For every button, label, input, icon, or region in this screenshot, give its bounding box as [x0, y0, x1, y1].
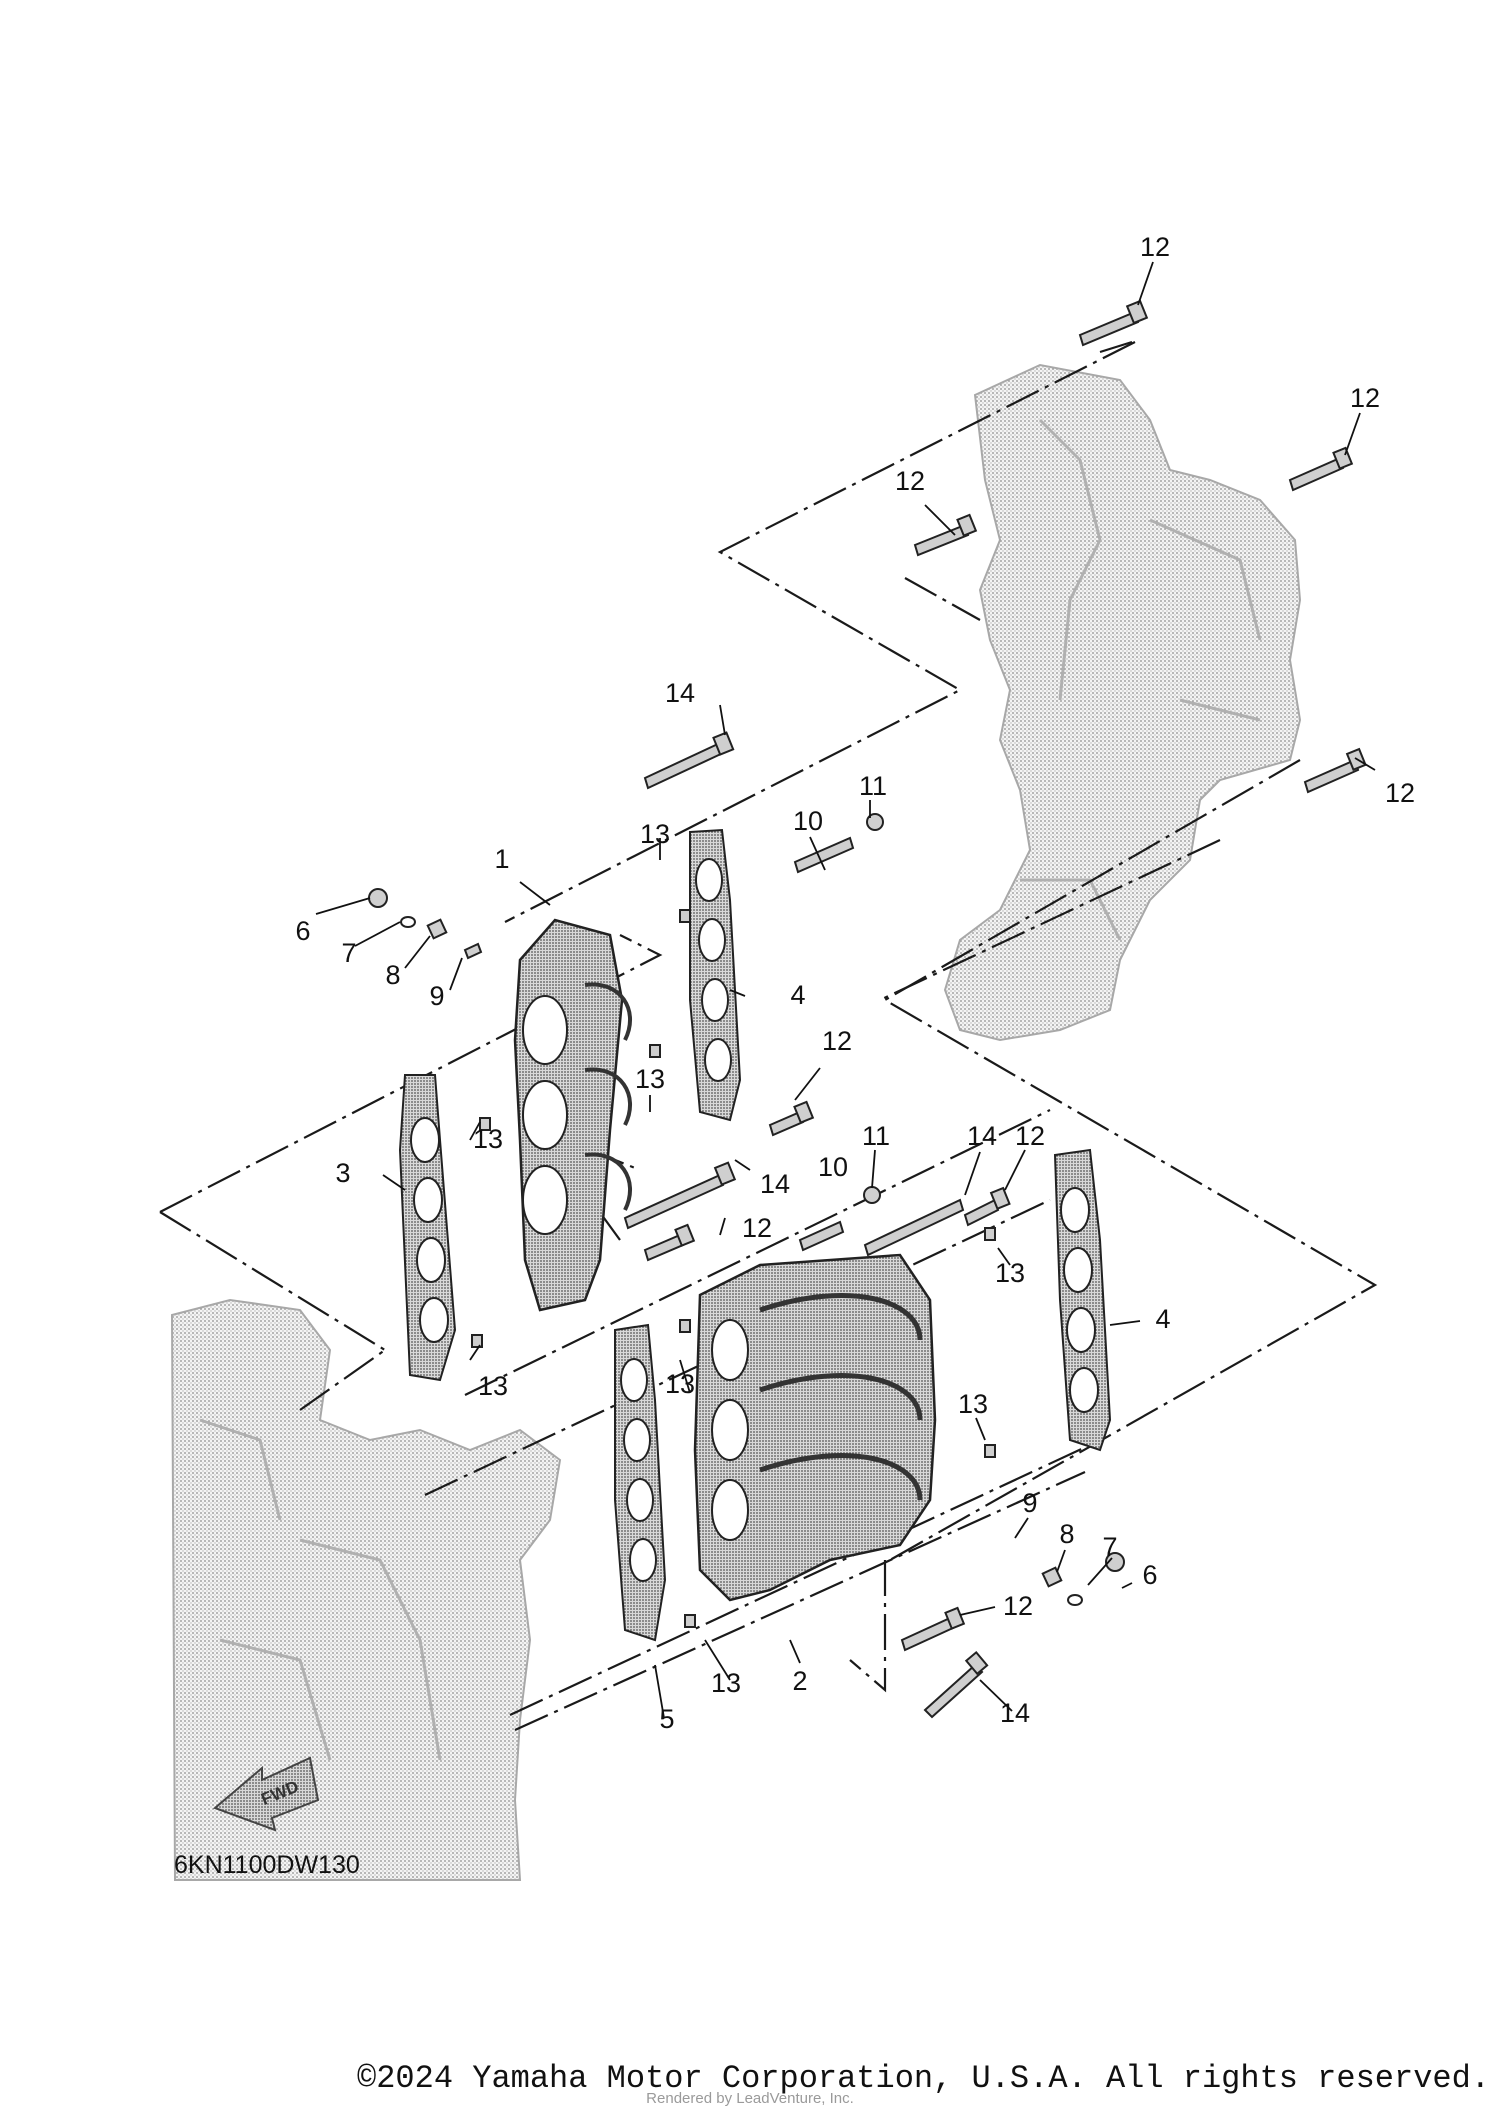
callout-10b: 10 [818, 1152, 848, 1182]
callout-4a: 4 [790, 980, 805, 1010]
intake-manifold-upper [513, 918, 632, 1312]
callout-7b: 7 [1102, 1532, 1117, 1562]
callout-12c: 12 [895, 466, 925, 496]
callout-2: 2 [792, 1666, 807, 1696]
callout-8b: 8 [1059, 1519, 1074, 1549]
callout-11b: 11 [862, 1121, 890, 1151]
gasket-5 [614, 1323, 667, 1642]
callout-13h: 13 [711, 1668, 741, 1698]
callout-14c: 14 [967, 1121, 997, 1151]
rendered-by-notice: Rendered by LeadVenture, Inc. [646, 2090, 854, 2107]
callout-14d: 14 [1000, 1698, 1030, 1728]
callout-12f: 12 [1015, 1121, 1045, 1151]
fasteners [368, 299, 1367, 1719]
callout-13e: 13 [665, 1369, 695, 1399]
callout-leaders [315, 261, 1376, 1719]
callout-labels: 1 2 3 4 4 5 6 6 7 7 8 8 9 9 10 10 11 11 … [295, 232, 1415, 1734]
callout-14b: 14 [760, 1169, 790, 1199]
fwd-arrow: FWD [213, 1756, 320, 1832]
callout-9b: 9 [1022, 1488, 1037, 1518]
callout-12b: 12 [1350, 383, 1380, 413]
callout-12e: 12 [822, 1026, 852, 1056]
intake-manifold-lower [693, 1253, 937, 1602]
callout-6a: 6 [295, 916, 310, 946]
callout-3: 3 [335, 1158, 350, 1188]
callout-1: 1 [494, 844, 509, 874]
callout-6b: 6 [1142, 1560, 1157, 1590]
drawing-code: 6KN1100DW130 [174, 1851, 360, 1879]
callout-13c: 13 [473, 1124, 503, 1154]
callout-14a: 14 [665, 678, 695, 708]
callout-5: 5 [659, 1704, 674, 1734]
callout-13a: 13 [640, 819, 670, 849]
callout-11a: 11 [859, 771, 887, 801]
callout-13b: 13 [635, 1064, 665, 1094]
copyright-notice: ©2024 Yamaha Motor Corporation, U.S.A. A… [357, 2060, 1490, 2097]
callout-12g: 12 [742, 1213, 772, 1243]
gasket-3 [398, 1074, 457, 1382]
gasket-4-lower [1053, 1148, 1112, 1452]
callout-8a: 8 [385, 960, 400, 990]
callout-10a: 10 [793, 806, 823, 836]
callout-13g: 13 [958, 1389, 988, 1419]
callout-13d: 13 [478, 1371, 508, 1401]
callout-13f: 13 [995, 1258, 1025, 1288]
callout-12h: 12 [1003, 1591, 1033, 1621]
callout-9a: 9 [429, 981, 444, 1011]
engine-block-upper-ghost [943, 363, 1302, 1042]
gasket-4-upper [689, 828, 742, 1122]
callout-12a: 12 [1140, 232, 1170, 262]
callout-7a: 7 [341, 938, 356, 968]
callout-4b: 4 [1155, 1304, 1170, 1334]
callout-12d: 12 [1385, 778, 1415, 808]
engine-block-lower-ghost [170, 1298, 562, 1881]
